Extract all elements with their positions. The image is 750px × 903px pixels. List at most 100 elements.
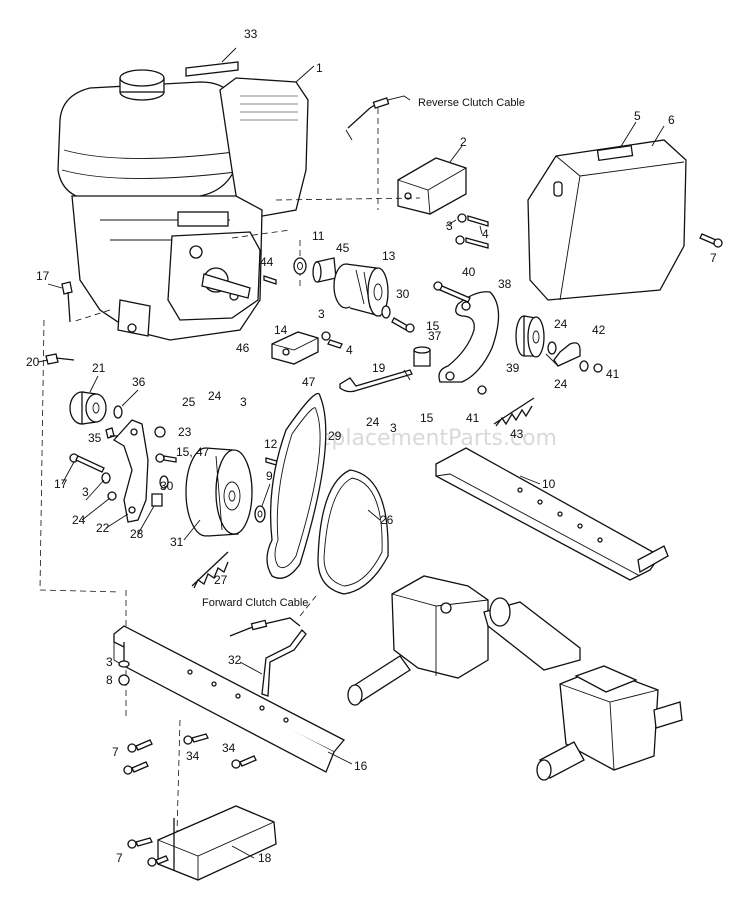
pulley-part-13[interactable] bbox=[333, 263, 389, 317]
label-5: 5 bbox=[634, 109, 641, 123]
rod-part-42[interactable] bbox=[545, 342, 581, 367]
forward-clutch-cable[interactable] bbox=[229, 595, 317, 637]
label-37: 37 bbox=[428, 329, 442, 343]
label-3-top: 3 bbox=[446, 219, 453, 233]
spacer-part-37[interactable] bbox=[413, 346, 431, 367]
reverse-clutch-cable-label: Reverse Clutch Cable bbox=[418, 97, 525, 109]
label-42: 42 bbox=[592, 323, 606, 337]
bolt-part-20[interactable] bbox=[45, 353, 75, 365]
label-31: 31 bbox=[170, 535, 184, 549]
label-36: 36 bbox=[132, 375, 146, 389]
label-15-c: 15, bbox=[176, 445, 193, 459]
bracket-part-2[interactable] bbox=[397, 145, 467, 215]
label-6: 6 bbox=[668, 113, 675, 127]
key-part-44[interactable] bbox=[263, 275, 277, 285]
washer-bolt-part-30-15-top[interactable] bbox=[381, 305, 415, 333]
label-41-b: 41 bbox=[466, 411, 480, 425]
washer-part-24-upper[interactable] bbox=[547, 341, 557, 355]
washer-part-3-24-lower[interactable] bbox=[101, 472, 117, 501]
label-29: 29 bbox=[328, 429, 342, 443]
screw-part-7-bottom[interactable] bbox=[127, 837, 169, 867]
bolt-part-17-lower[interactable] bbox=[69, 453, 105, 473]
washer-nut-part-24-41[interactable] bbox=[579, 360, 603, 373]
label-24-d: 24 bbox=[366, 415, 380, 429]
label-25: 25 bbox=[182, 395, 196, 409]
washer-part-30-lower[interactable] bbox=[159, 475, 169, 489]
washer-part-9[interactable] bbox=[254, 505, 266, 523]
label-3-mid: 3 bbox=[318, 307, 325, 321]
label-24-a: 24 bbox=[554, 317, 568, 331]
idler-pulley-part-21[interactable] bbox=[69, 391, 107, 425]
label-4-mid: 4 bbox=[346, 343, 353, 357]
spacer-part-28[interactable] bbox=[151, 493, 163, 507]
label-46: 46 bbox=[236, 341, 250, 355]
belt-cover-part-5-6[interactable] bbox=[527, 121, 687, 301]
label-3-c: 3 bbox=[240, 395, 247, 409]
engine-part-1[interactable] bbox=[57, 65, 315, 341]
idler-arm-part-38[interactable] bbox=[438, 291, 500, 383]
label-34-a: 34 bbox=[186, 749, 200, 763]
rod-part-19[interactable] bbox=[339, 369, 413, 393]
transmission-assembly[interactable] bbox=[347, 575, 683, 781]
label-21: 21 bbox=[92, 361, 106, 375]
spring-part-27[interactable] bbox=[191, 551, 229, 589]
bolt-part-34[interactable] bbox=[183, 733, 257, 769]
bushing-part-45[interactable] bbox=[312, 257, 337, 283]
label-43: 43 bbox=[510, 427, 524, 441]
label-3-e: 3 bbox=[82, 485, 89, 499]
bolt-washer-part-3-4[interactable] bbox=[455, 213, 489, 249]
bolt-part-15-47[interactable] bbox=[155, 453, 177, 463]
frame-rail-part-10[interactable] bbox=[435, 447, 669, 581]
label-16: 16 bbox=[354, 759, 368, 773]
pulley-part-39[interactable] bbox=[515, 315, 545, 358]
label-10: 10 bbox=[542, 477, 556, 491]
label-19: 19 bbox=[372, 361, 386, 375]
label-18: 18 bbox=[258, 851, 272, 865]
label-30-b: 30 bbox=[160, 479, 174, 493]
label-33: 33 bbox=[244, 27, 258, 41]
drive-pulley-part-31[interactable] bbox=[185, 447, 253, 537]
screw-part-7-top[interactable] bbox=[699, 233, 723, 248]
screw-part-7-mid[interactable] bbox=[123, 739, 153, 775]
label-47-a: 47 bbox=[302, 375, 316, 389]
label-15-b: 15 bbox=[420, 411, 434, 425]
bolt-washer-part-3-4-mid[interactable] bbox=[321, 331, 343, 349]
label-47-b: 47 bbox=[196, 445, 210, 459]
label-34-b: 34 bbox=[222, 741, 236, 755]
nut-washer-part-3-8[interactable] bbox=[118, 660, 130, 686]
label-14: 14 bbox=[274, 323, 288, 337]
label-4-top: 4 bbox=[482, 227, 489, 241]
leader-lines bbox=[37, 219, 541, 859]
arm-part-22[interactable] bbox=[112, 419, 149, 523]
rod-part-32[interactable] bbox=[261, 629, 307, 697]
belt-part-26[interactable] bbox=[317, 469, 389, 595]
washer-part-11[interactable] bbox=[293, 257, 307, 275]
label-9: 9 bbox=[266, 469, 273, 483]
label-32: 32 bbox=[228, 653, 242, 667]
label-15-top: 15 bbox=[426, 319, 440, 333]
label-41-a: 41 bbox=[606, 367, 620, 381]
belt-part-29[interactable] bbox=[266, 392, 327, 579]
label-28: 28 bbox=[130, 527, 144, 541]
label-1: 1 bbox=[316, 61, 323, 75]
bracket-part-14[interactable] bbox=[271, 331, 319, 365]
label-17-lower: 17 bbox=[54, 477, 68, 491]
label-7-mid: 7 bbox=[112, 745, 119, 759]
shield-part-18[interactable] bbox=[157, 805, 277, 881]
bolt-part-35[interactable] bbox=[105, 427, 118, 439]
label-38: 38 bbox=[498, 277, 512, 291]
nut-part-23[interactable] bbox=[154, 426, 166, 438]
washer-part-36[interactable] bbox=[113, 405, 123, 419]
bolt-part-40[interactable] bbox=[433, 281, 471, 303]
label-24-e: 24 bbox=[72, 513, 86, 527]
reverse-clutch-cable[interactable] bbox=[345, 95, 411, 210]
label-20: 20 bbox=[26, 355, 40, 369]
label-40: 40 bbox=[462, 265, 476, 279]
frame-rail-part-16[interactable] bbox=[113, 625, 353, 773]
watermark-text: eReplacementParts.com bbox=[290, 426, 557, 451]
spring-part-43[interactable] bbox=[493, 397, 535, 427]
label-44: 44 bbox=[260, 255, 274, 269]
decal-part-33[interactable] bbox=[185, 47, 239, 77]
bolt-part-17-top[interactable] bbox=[61, 281, 73, 323]
nut-part-41-lower[interactable] bbox=[477, 385, 487, 395]
